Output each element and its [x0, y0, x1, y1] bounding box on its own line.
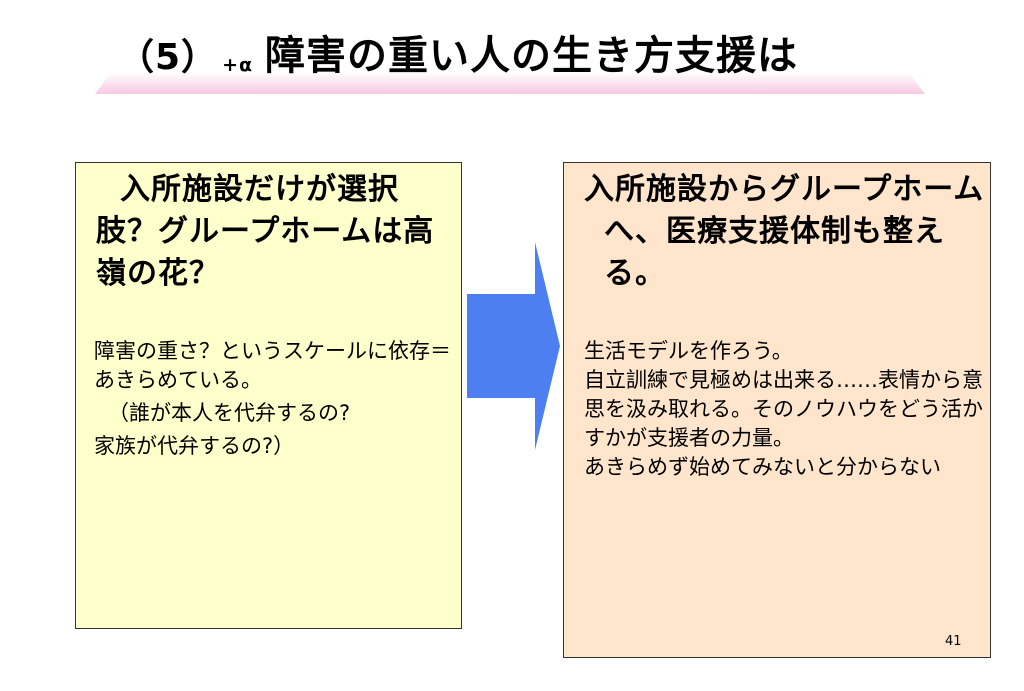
right-line: 自立訓練で見極めは出来る‥‥‥表情から意思を汲み取れる。そのノウハウをどう活かす…	[584, 368, 984, 450]
title-alpha: +α	[222, 54, 254, 76]
left-body: 障害の重さ？というスケールに依存＝あきらめている。 （誰が本人を代弁するの? 家…	[94, 337, 454, 461]
title-main: 障害の重い人の生き方支援は	[265, 33, 799, 79]
right-textbox: 入所施設からグループホームへ、医療支援体制も整える。 生活モデルを作ろう。 自立…	[563, 162, 991, 658]
left-paragraph: 家族が代弁するの?）	[94, 434, 295, 458]
right-body: 生活モデルを作ろう。 自立訓練で見極めは出来る‥‥‥表情から意思を汲み取れる。そ…	[584, 337, 986, 482]
slide-title: （5）+α 障害の重い人の生き方支援は	[118, 28, 798, 84]
right-heading: 入所施設からグループホームへ、医療支援体制も整える。	[584, 172, 985, 291]
title-underline-band	[95, 72, 925, 94]
left-paragraph: （誰が本人を代弁するの?	[108, 401, 351, 425]
right-arrow-icon	[467, 242, 560, 450]
left-heading: 入所施設だけが選択肢？グループホームは高嶺の花？	[96, 172, 435, 291]
left-textbox: 入所施設だけが選択肢？グループホームは高嶺の花？ 障害の重さ？というスケールに依…	[75, 162, 462, 629]
page-number: 41	[945, 634, 962, 649]
right-line: あきらめず始めてみないと分からない	[584, 455, 941, 479]
title-prefix: （5）	[118, 37, 219, 78]
right-line: 生活モデルを作ろう。	[584, 339, 793, 363]
arrow-shape	[467, 242, 560, 450]
left-paragraph: 障害の重さ？というスケールに依存＝あきらめている。	[94, 339, 451, 392]
